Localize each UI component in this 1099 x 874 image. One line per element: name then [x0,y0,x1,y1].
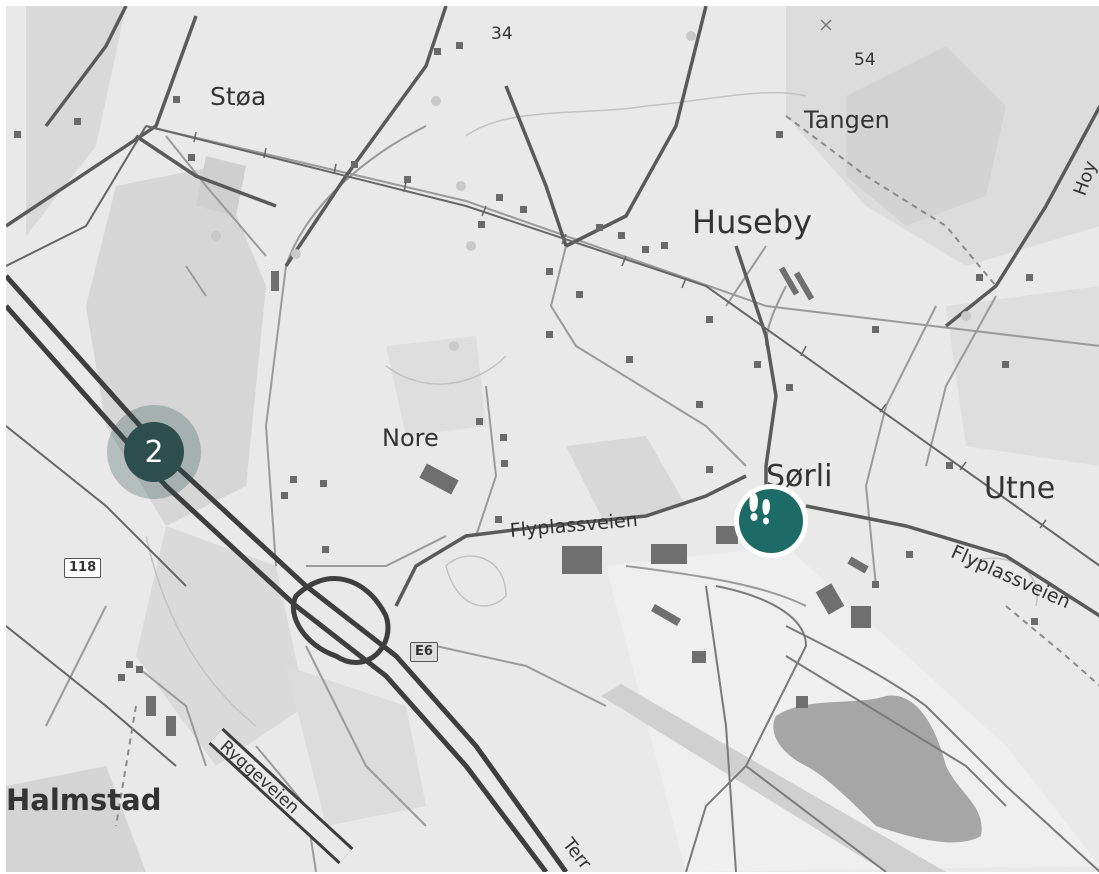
footprints-icon [739,489,803,553]
place-label-nore: Nore [382,424,439,452]
elevation-label-34: 34 [491,24,513,44]
cluster-count: 2 [144,434,164,470]
place-label-utne: Utne [984,471,1056,506]
map-canvas[interactable]: Støa Tangen Huseby Nore Sørli Utne Halms… [6,6,1099,872]
place-label-tangen: Tangen [804,106,890,134]
elevation-label-54: 54 [854,50,876,70]
cluster-marker[interactable]: 2 [124,422,184,482]
place-label-halmstad: Halmstad [6,783,162,817]
road-shield-e6: E6 [410,642,438,662]
place-label-stoa: Støa [210,82,267,111]
map-base [6,6,1099,872]
road-shield-118: 118 [64,558,102,578]
location-marker[interactable] [734,484,808,558]
place-label-huseby: Huseby [692,203,812,241]
